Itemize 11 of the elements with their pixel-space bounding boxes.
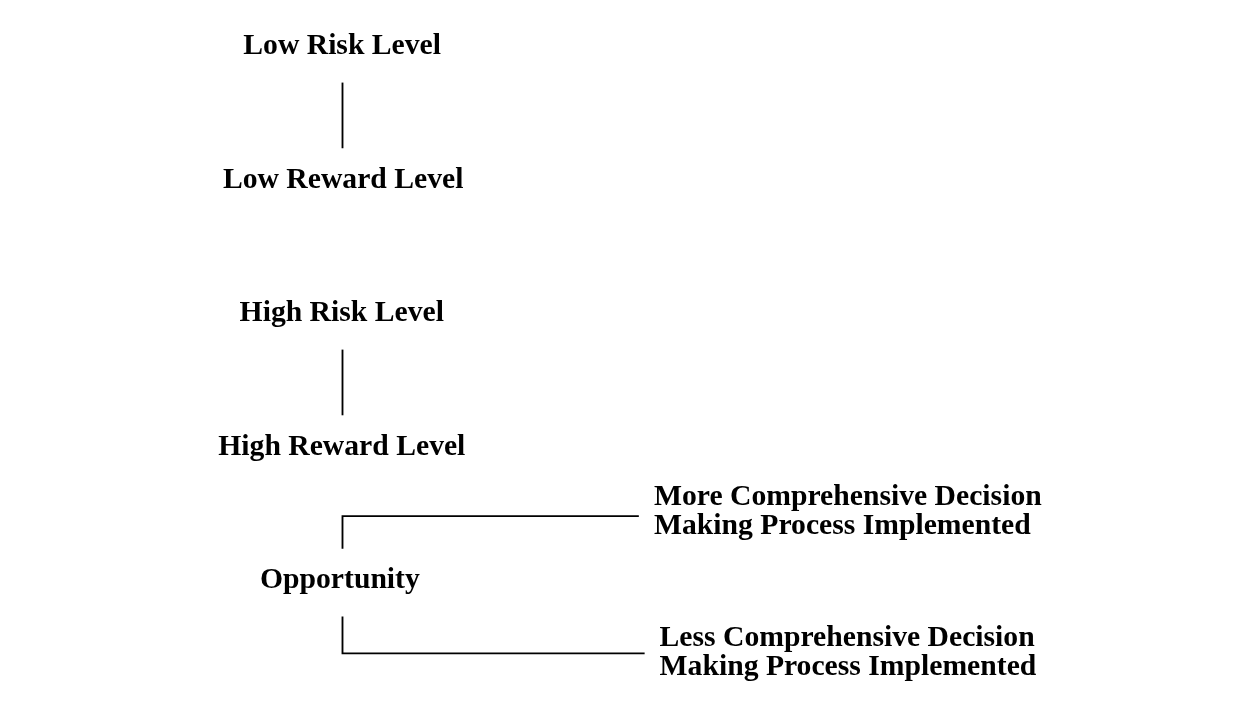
node-text: Low Risk Level (242, 28, 441, 61)
node-text: High Reward Level (217, 428, 465, 461)
node-text: High Risk Level (239, 295, 444, 328)
node-text: Opportunity (259, 562, 420, 595)
node-text: Low Reward Level (222, 161, 463, 194)
connector (341, 81, 343, 150)
connector (341, 615, 646, 655)
connector (341, 348, 343, 417)
connector (341, 515, 640, 550)
node-text: Less Comprehensive Decision Making Process Implemented (659, 619, 1036, 682)
node-text: More Comprehensive Decision Making Process Implemented (653, 478, 1042, 541)
